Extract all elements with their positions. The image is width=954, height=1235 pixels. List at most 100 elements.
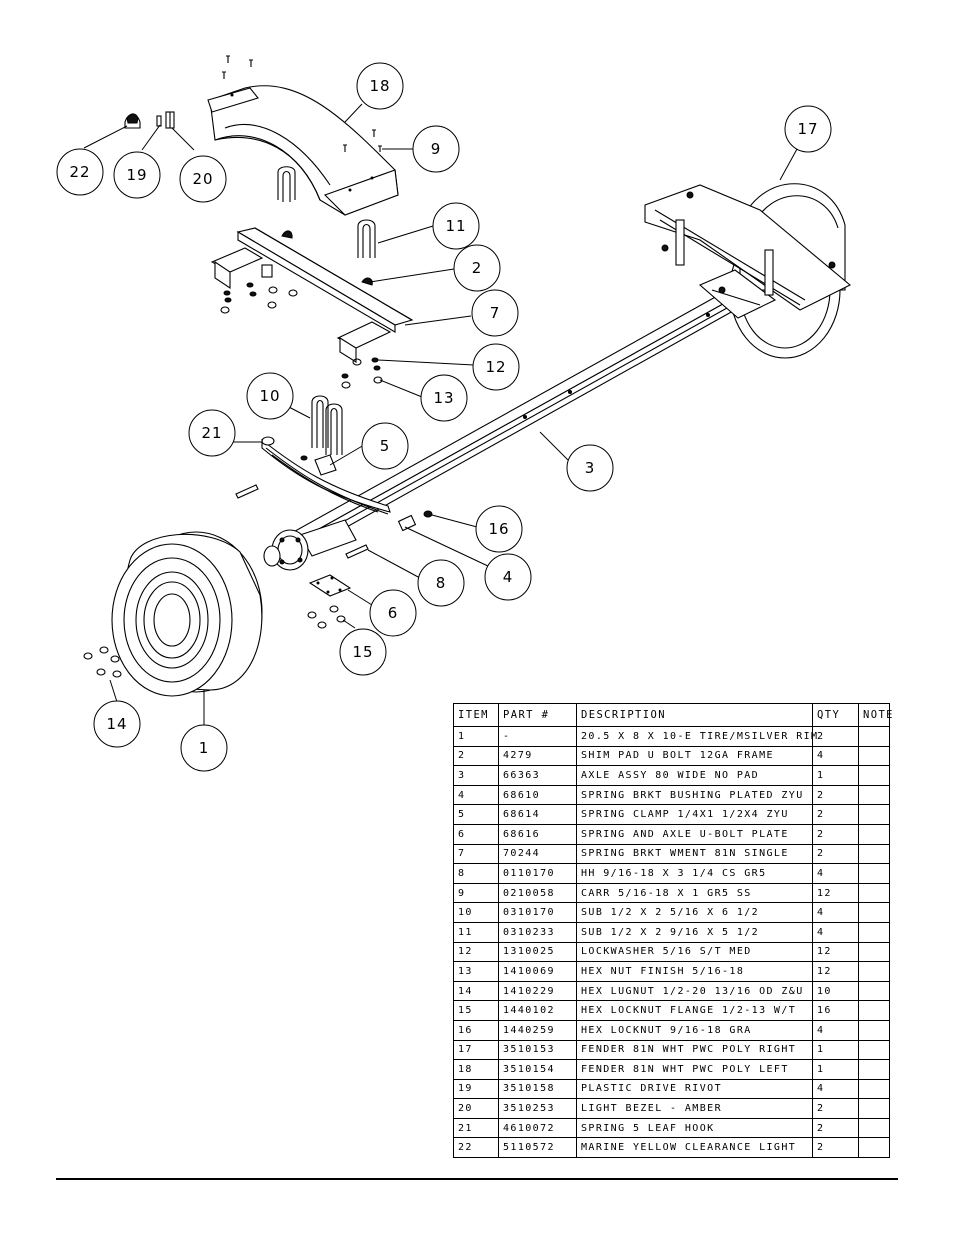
callout-3: 3 — [566, 444, 614, 492]
callout-8: 8 — [417, 559, 465, 607]
callout-14: 14 — [93, 700, 141, 748]
svg-text:9: 9 — [431, 140, 442, 158]
axle-tube — [287, 289, 744, 553]
cell-description: SPRING CLAMP 1/4X1 1/2X4 ZYU — [576, 804, 813, 825]
callout-21: 21 — [188, 409, 236, 457]
callout-1: 1 — [180, 724, 228, 772]
cell-qty: 2 — [812, 1098, 859, 1119]
cell-item: 19 — [453, 1078, 499, 1100]
cell-item: 6 — [453, 823, 499, 845]
leader-lines — [83, 103, 798, 747]
cell-description: FENDER 81N WHT PWC POLY RIGHT — [576, 1039, 813, 1061]
callout-10: 10 — [246, 372, 294, 420]
svg-text:5: 5 — [380, 437, 391, 455]
cell-qty: 4 — [812, 1019, 859, 1041]
cell-description: SUB 1/2 X 2 5/16 X 6 1/2 — [576, 902, 813, 923]
cell-qty: 2 — [812, 726, 859, 747]
cell-qty: 2 — [812, 1117, 859, 1139]
cell-part: 0210058 — [498, 882, 577, 904]
cell-part: 1310025 — [498, 941, 577, 963]
cell-note — [858, 1000, 890, 1021]
cell-part: 5110572 — [498, 1137, 577, 1159]
flange-locknuts — [307, 605, 346, 629]
svg-text:17: 17 — [797, 120, 818, 138]
leaf-spring — [261, 436, 391, 515]
svg-text:8: 8 — [436, 574, 447, 592]
svg-text:7: 7 — [490, 304, 501, 322]
cell-item: 20 — [453, 1098, 499, 1119]
callout-15: 15 — [339, 628, 387, 676]
cell-part: 1410229 — [498, 980, 577, 1002]
cell-qty: 2 — [812, 1137, 859, 1159]
cell-item: 21 — [453, 1117, 499, 1139]
cell-item: 17 — [453, 1039, 499, 1061]
table-header-row: ITEM PART # DESCRIPTION QTY NOTE — [453, 703, 892, 727]
callout-12: 12 — [472, 343, 520, 391]
cell-note — [858, 882, 890, 904]
cell-part: 1440102 — [498, 1000, 577, 1021]
svg-text:3: 3 — [585, 459, 596, 477]
svg-text:10: 10 — [259, 387, 280, 405]
left-tire-and-rim — [111, 531, 263, 697]
cell-note — [858, 1078, 890, 1100]
callout-18: 18 — [356, 62, 404, 110]
column-header-note: NOTE — [858, 703, 892, 727]
svg-text:19: 19 — [126, 166, 147, 184]
cell-item: 13 — [453, 961, 499, 982]
cell-note — [858, 1039, 890, 1061]
cell-description: SPRING BRKT WMENT 81N SINGLE — [576, 843, 813, 865]
cell-qty: 4 — [812, 902, 859, 923]
cell-part: 3510253 — [498, 1098, 577, 1119]
cell-description: SPRING AND AXLE U-BOLT PLATE — [576, 823, 813, 845]
cell-qty: 2 — [812, 843, 859, 865]
cell-part: 4610072 — [498, 1117, 577, 1139]
cell-part: 68616 — [498, 823, 577, 845]
column-header-item: ITEM — [453, 703, 499, 727]
callout-2: 2 — [453, 244, 501, 292]
cell-part: 4279 — [498, 745, 577, 767]
column-header-qty: QTY — [812, 703, 859, 727]
svg-text:13: 13 — [433, 389, 454, 407]
cell-description: 20.5 X 8 X 10-E TIRE/MSILVER RIM — [576, 726, 817, 747]
carriage-bolts-item-9 — [222, 55, 382, 152]
cell-item: 10 — [453, 902, 499, 923]
lug-nuts — [83, 646, 122, 678]
cell-note — [858, 902, 890, 923]
cell-description: MARINE YELLOW CLEARANCE LIGHT — [576, 1137, 813, 1159]
cell-note — [858, 1059, 890, 1080]
cell-qty: 4 — [812, 863, 859, 884]
callout-9: 9 — [412, 125, 460, 173]
cell-qty: 1 — [812, 765, 859, 786]
cell-qty: 1 — [812, 1039, 859, 1061]
cell-item: 2 — [453, 745, 499, 767]
cell-description: SPRING BRKT BUSHING PLATED ZYU — [576, 784, 813, 806]
u-bolts-item-11 — [277, 166, 376, 258]
cell-qty: 12 — [812, 941, 859, 963]
bolts-and-bushings — [235, 484, 433, 559]
cell-item: 15 — [453, 1000, 499, 1021]
cell-qty: 1 — [812, 1059, 859, 1080]
callout-4: 4 — [484, 553, 532, 601]
cell-description: SUB 1/2 X 2 9/16 X 5 1/2 — [576, 921, 813, 943]
cell-part: 3510154 — [498, 1059, 577, 1080]
cell-description: LIGHT BEZEL - AMBER — [576, 1098, 813, 1119]
cell-item: 7 — [453, 843, 499, 865]
svg-text:11: 11 — [445, 217, 466, 235]
svg-text:1: 1 — [199, 739, 210, 757]
left-fender — [207, 85, 399, 216]
cell-item: 11 — [453, 921, 499, 943]
cell-part: 70244 — [498, 843, 577, 865]
svg-text:15: 15 — [352, 643, 373, 661]
